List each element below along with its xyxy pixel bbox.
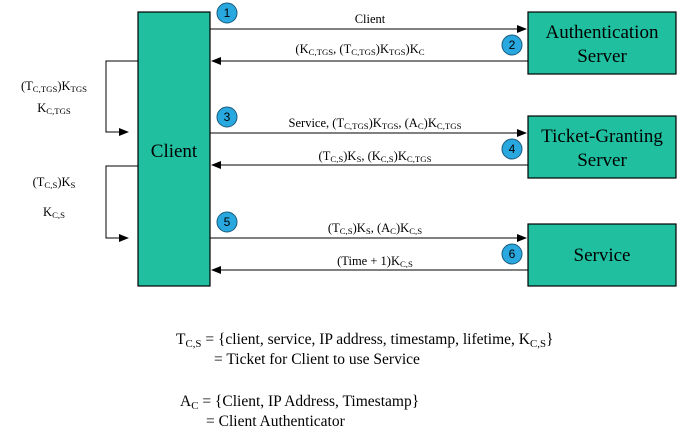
authenticator-definition-meaning: = Client Authenticator — [206, 413, 346, 430]
ticket-definition-formula: TC,S​ = {client, service, IP address, ti… — [176, 331, 553, 350]
side-note-service-ticket: (TC,S​)KS​ — [33, 175, 76, 190]
authenticator-definition-formula: AC​ = {Client, IP Address, Timestamp} — [180, 393, 419, 412]
ticket-definition-meaning: = Ticket for Client to use Service — [214, 351, 420, 368]
side-loop-tgs — [105, 60, 138, 136]
svg-text:4: 4 — [509, 142, 516, 156]
svg-text:3: 3 — [224, 110, 231, 124]
side-note-tgs-key: KC,TGS​ — [37, 101, 71, 116]
step-marker-2: 2 — [501, 34, 523, 56]
message-3-label: Service, (TC,TGS​)KTGS​, (AC​)KC,TGS​ — [289, 116, 462, 131]
side-note-tgs-ticket: (TC,TGS​)KTGS​ — [21, 79, 87, 94]
step-marker-3: 3 — [216, 106, 238, 128]
side-note-service-key: KC,S​ — [43, 205, 65, 220]
step-marker-1: 1 — [216, 2, 238, 24]
message-1-label: Client — [355, 12, 386, 26]
svg-text:5: 5 — [224, 215, 231, 229]
service-box: Service — [527, 223, 677, 287]
svg-text:6: 6 — [509, 247, 516, 261]
message-5-label: (TC,S​)KS​, (AC​)KC,S​ — [328, 221, 422, 236]
ticket-granting-server-box: Ticket-Granting Server — [527, 115, 677, 179]
tgs-label-line2: Server — [577, 150, 627, 171]
client-box-label: Client — [151, 141, 198, 162]
message-4-label: (TC,S​)KS​, (KC,S​)KC,TGS​ — [319, 149, 432, 164]
authentication-server-box: Authentication Server — [527, 11, 677, 75]
side-loop-service — [105, 165, 138, 242]
tgs-label-line1: Ticket-Granting — [541, 126, 663, 147]
message-2-label: (KC,TGS​, (TC,TGS​)KTGS​)KC​ — [295, 42, 424, 57]
step-marker-6: 6 — [501, 243, 523, 265]
step-marker-4: 4 — [501, 138, 523, 160]
service-box-label: Service — [574, 245, 631, 266]
client-box: Client — [137, 11, 211, 287]
svg-text:1: 1 — [224, 6, 231, 20]
step-marker-5: 5 — [216, 211, 238, 233]
auth-label-line1: Authentication — [546, 22, 659, 43]
message-6-label: (Time + 1)KC,S​ — [337, 254, 413, 269]
auth-label-line2: Server — [577, 46, 627, 67]
svg-text:2: 2 — [509, 38, 516, 52]
